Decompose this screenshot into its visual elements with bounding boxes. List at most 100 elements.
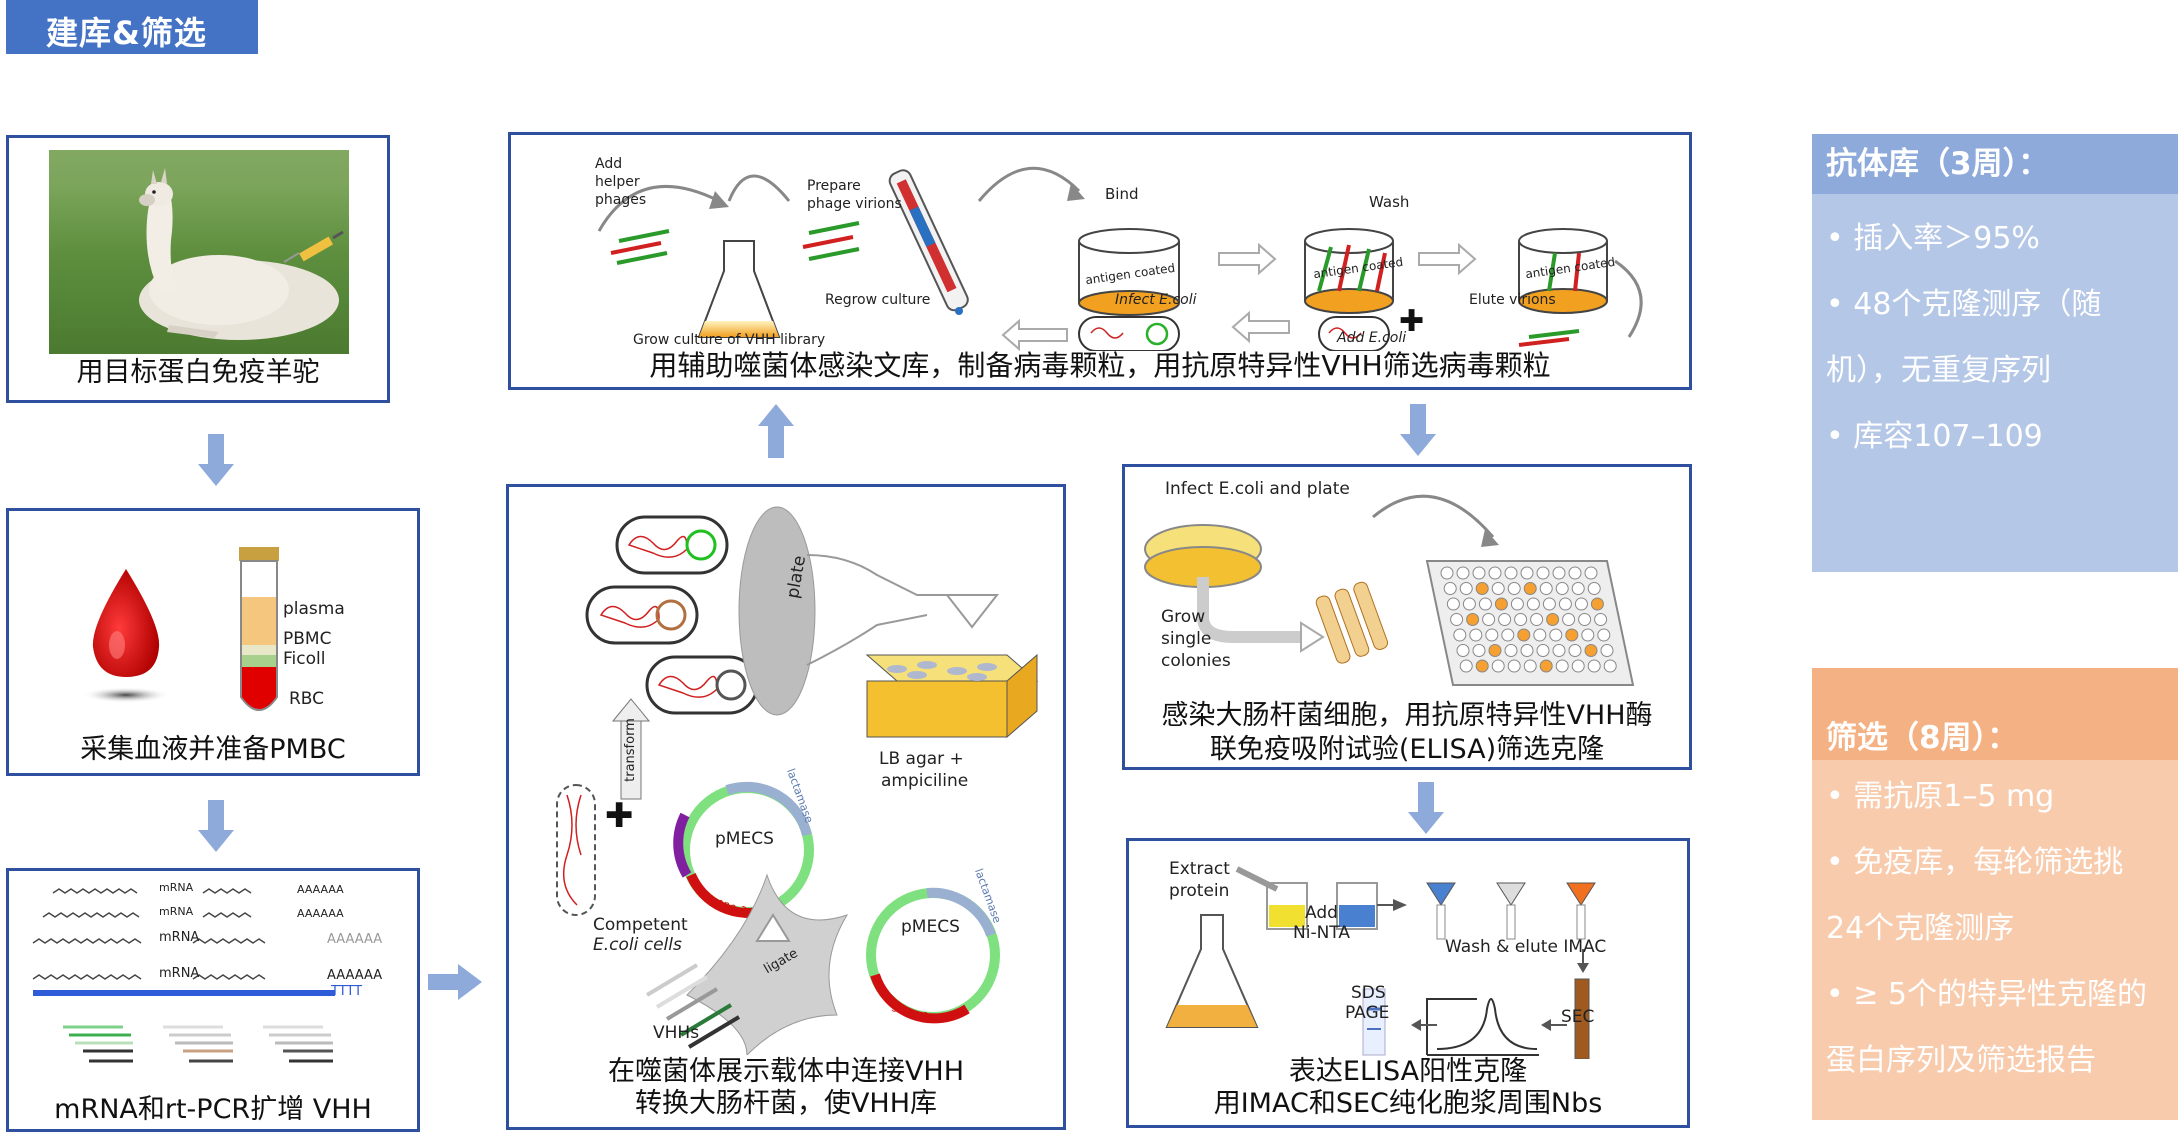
well (1520, 644, 1534, 657)
library-item: • 插入率＞95% (1826, 221, 2040, 256)
centrifuge-tube-icon (239, 547, 279, 711)
mrna-label-4: mRNA (159, 966, 200, 981)
well (1574, 597, 1588, 611)
pmecs-label-2: pMECS (901, 917, 960, 937)
well (1542, 597, 1556, 611)
elisa-caption-1: 感染大肠杆菌细胞，用抗原特异性VHH酶 (1161, 700, 1653, 731)
well (1507, 659, 1521, 673)
well (1498, 613, 1512, 626)
well (1523, 582, 1537, 595)
well (1459, 659, 1473, 673)
syringe-icon (283, 230, 344, 263)
well (1549, 628, 1563, 642)
well (1472, 644, 1486, 657)
arrow-down-3 (1400, 404, 1436, 456)
blood-drop-icon (82, 569, 170, 703)
well (1539, 659, 1553, 673)
well (1603, 659, 1617, 673)
well (1459, 582, 1473, 595)
plasma-label: plasma (283, 599, 345, 619)
panel-blood: plasma PBMC Ficoll RBC 采集血液并准备PMBC (6, 508, 420, 776)
well (1539, 582, 1553, 595)
library-box: 抗体库（3周）： • 插入率＞95% • 48个克隆测序（随 机），无重复序列 … (1812, 134, 2178, 572)
well (1488, 644, 1502, 657)
well (1526, 597, 1540, 611)
screening-item: 蛋白序列及筛选报告 (1826, 1043, 2096, 1078)
pcr-caption: mRNA和rt-PCR扩增 VHH (54, 1094, 372, 1125)
well (1565, 628, 1579, 642)
arrow-down-1 (198, 434, 234, 486)
page-label: PAGE (1345, 1003, 1390, 1023)
well (1533, 628, 1547, 642)
well (1568, 566, 1582, 580)
library-box-list: • 插入率＞95% • 48个克隆测序（随 机），无重复序列 • 库容107–1… (1812, 194, 2178, 470)
well (1488, 566, 1502, 580)
well (1494, 597, 1508, 611)
well (1472, 566, 1486, 580)
express-diagram (1165, 866, 1596, 1059)
screening-box-list: • 需抗原1–5 mg • 免疫库，每轮筛选挑 24个克隆测序 • ≥ 5个的特… (1812, 760, 2178, 1094)
well (1507, 582, 1521, 595)
panel-pcr: mRNA AAAAAA mRNA AAAAAA mRNA AAAAAA mRNA… (6, 868, 420, 1132)
screening-box: 筛选（8周）： • 需抗原1–5 mg • 免疫库，每轮筛选挑 24个克隆测序 … (1812, 668, 2178, 1120)
well (1485, 628, 1499, 642)
well (1594, 613, 1608, 626)
well (1517, 628, 1531, 642)
mrna-label-1: mRNA (159, 881, 194, 894)
well (1546, 613, 1560, 626)
llama-caption: 用目标蛋白免疫羊驼 (76, 357, 320, 388)
well (1571, 659, 1585, 673)
single-label: single (1161, 629, 1212, 649)
well (1552, 566, 1566, 580)
prepare-label: Prepare phage virions (807, 178, 902, 212)
well (1491, 582, 1505, 595)
well (1443, 582, 1457, 595)
well (1514, 613, 1528, 626)
panel-elisa: Infect E.coli and plate Grow single colo… (1122, 464, 1692, 770)
sds-label: SDS (1351, 983, 1386, 1003)
arrow-right (428, 964, 482, 1000)
well-plate (1440, 566, 1617, 673)
well (1456, 566, 1470, 580)
well (1581, 628, 1595, 642)
well (1536, 566, 1550, 580)
arrow-down-4 (1408, 782, 1444, 834)
elisa-diagram (1144, 494, 1635, 686)
sec-label: SEC (1561, 1007, 1595, 1027)
bind-label: Bind (1105, 185, 1139, 203)
well (1482, 613, 1496, 626)
well (1600, 644, 1614, 657)
panel-express: Extract protein Add Ni-NTA Wash & elute … (1126, 838, 1690, 1128)
well (1562, 613, 1576, 626)
vector-caption-2: 转换大肠杆菌，使VHH库 (634, 1088, 938, 1119)
panel-phage: ✚ Add helper phages Prepare phage virion… (508, 132, 1692, 390)
well (1446, 597, 1460, 611)
screening-item: • ≥ 5个的特异性克隆的 (1826, 977, 2147, 1012)
grow-label-2: Grow (1161, 607, 1206, 627)
blood-caption: 采集血液并准备PMBC (80, 734, 346, 765)
panel-vector: ✚ plate LB agar + ampiciline transform p… (506, 484, 1066, 1130)
well (1555, 659, 1569, 673)
polya-label-2: AAAAAA (297, 907, 344, 920)
polya-label-1: AAAAAA (297, 883, 344, 896)
well (1450, 613, 1464, 626)
add-ecoli-label: Add E.coli (1337, 330, 1407, 346)
well (1440, 566, 1454, 580)
elisa-caption-2: 联免疫吸附试验(ELISA)筛选克隆 (1209, 734, 1605, 765)
well (1501, 628, 1515, 642)
well (1475, 659, 1489, 673)
svg-text:✚: ✚ (605, 796, 634, 836)
add-helper-label: Add helper phages (595, 156, 647, 208)
arrow-down-2 (198, 800, 234, 852)
well (1578, 613, 1592, 626)
express-caption-1: 表达ELISA阳性克隆 (1288, 1056, 1528, 1087)
well (1552, 644, 1566, 657)
well (1478, 597, 1492, 611)
well (1504, 566, 1518, 580)
page-title: 建库&筛选 (6, 0, 258, 54)
well (1584, 566, 1598, 580)
well (1597, 628, 1611, 642)
well (1504, 644, 1518, 657)
well (1523, 659, 1537, 673)
